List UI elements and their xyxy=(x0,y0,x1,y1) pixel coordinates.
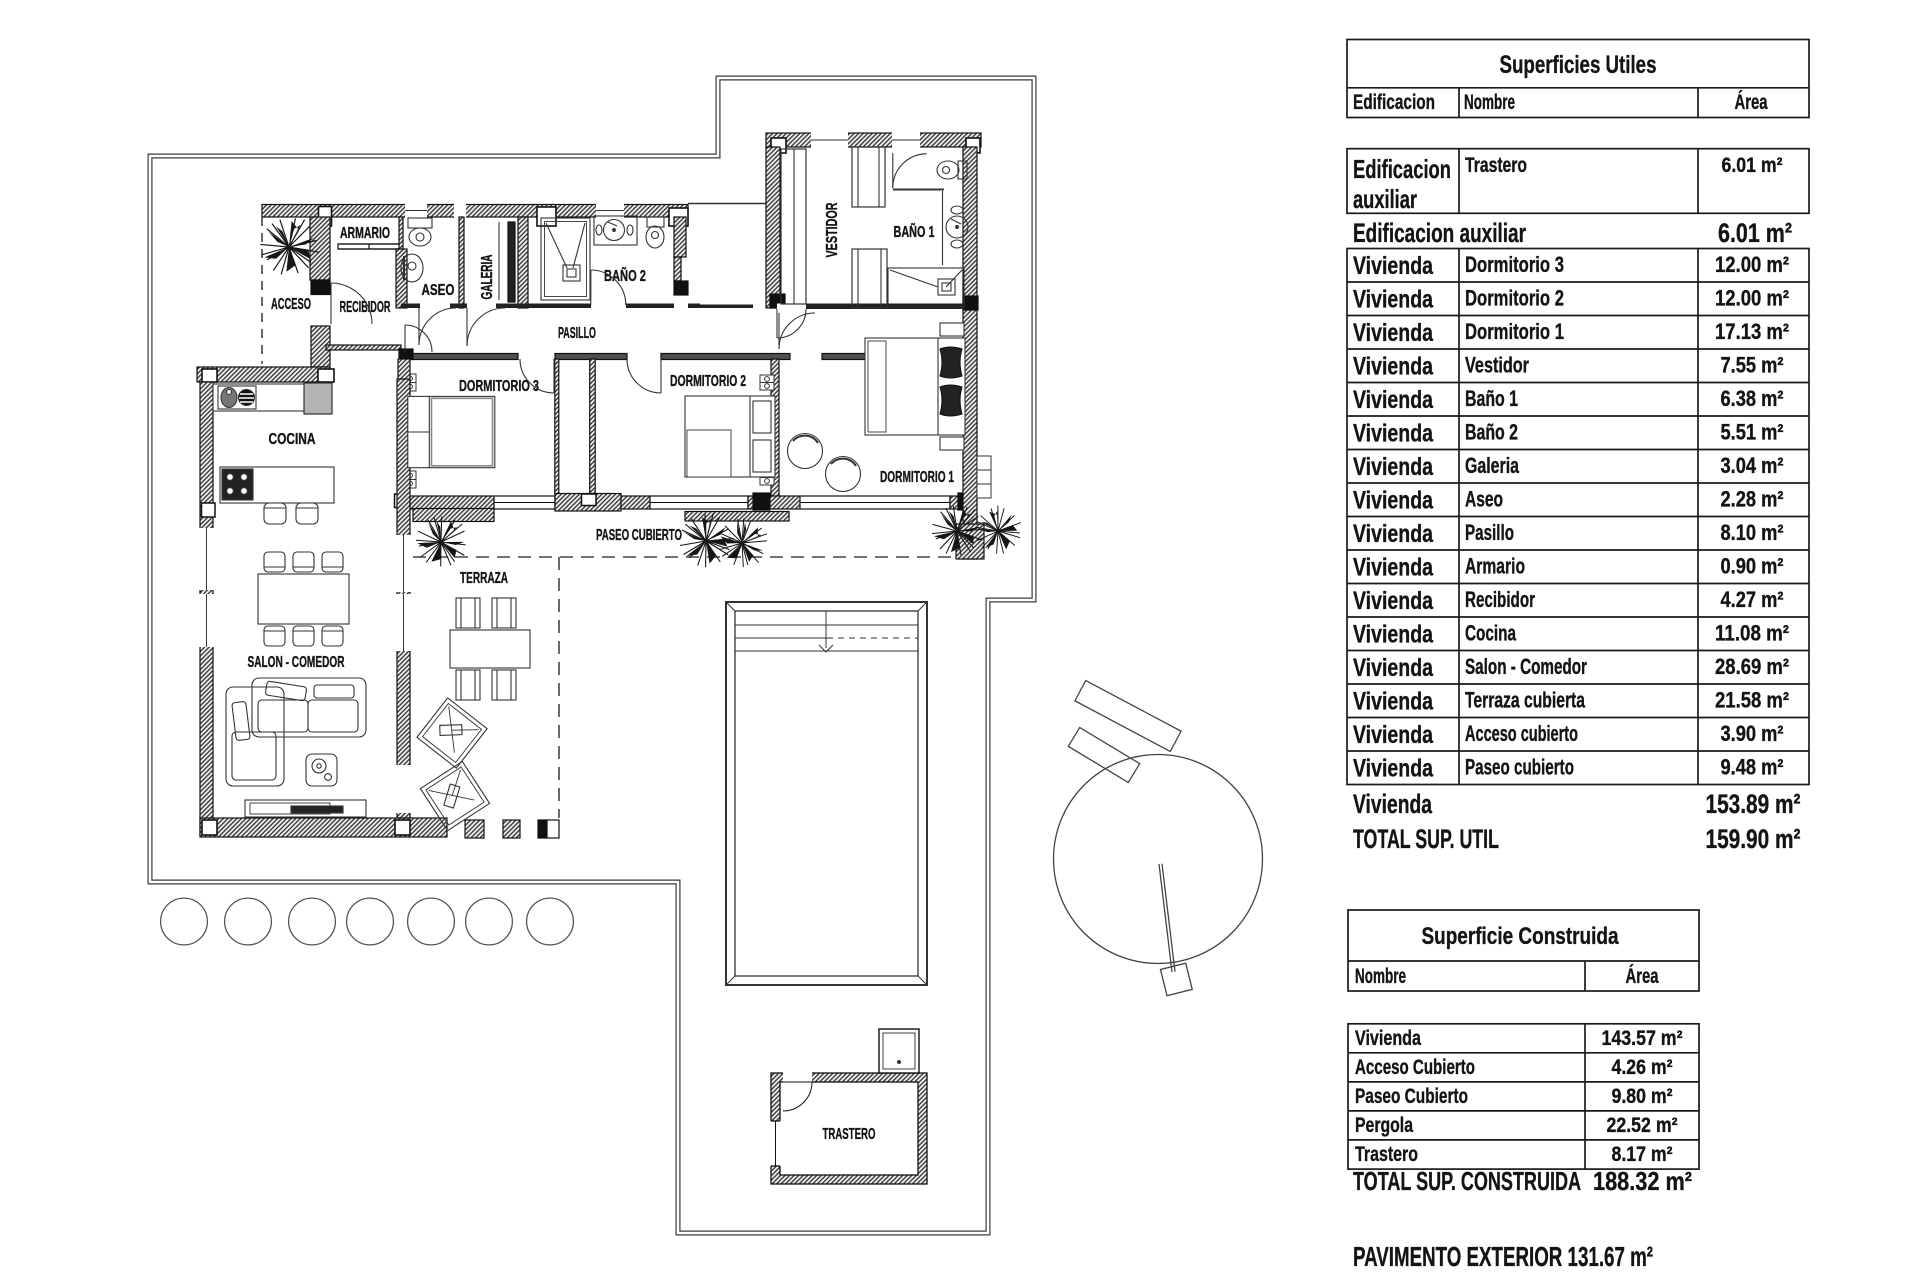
svg-text:Edificacion: Edificacion xyxy=(1353,154,1451,184)
svg-text:Vivienda: Vivienda xyxy=(1353,386,1434,414)
svg-text:ASEO: ASEO xyxy=(422,282,455,299)
svg-text:BAÑO 2: BAÑO 2 xyxy=(604,267,646,285)
svg-text:5.51 m²: 5.51 m² xyxy=(1721,420,1784,445)
svg-text:Vestidor: Vestidor xyxy=(1465,353,1529,378)
svg-text:159.90 m²: 159.90 m² xyxy=(1706,824,1801,854)
svg-text:Baño 1: Baño 1 xyxy=(1465,386,1518,411)
svg-text:VESTIDOR: VESTIDOR xyxy=(824,203,841,258)
svg-text:Cocina: Cocina xyxy=(1465,621,1517,646)
svg-text:Vivienda: Vivienda xyxy=(1353,755,1434,783)
svg-text:Paseo Cubierto: Paseo Cubierto xyxy=(1355,1085,1468,1108)
svg-text:Pergola: Pergola xyxy=(1355,1114,1413,1137)
svg-text:Edificacion auxiliar: Edificacion auxiliar xyxy=(1353,218,1526,248)
svg-text:COCINA: COCINA xyxy=(269,431,316,448)
svg-text:4.26 m²: 4.26 m² xyxy=(1612,1056,1673,1079)
svg-text:Terraza cubierta: Terraza cubierta xyxy=(1465,688,1586,713)
svg-text:PASILLO: PASILLO xyxy=(558,325,596,342)
svg-text:DORMITORIO 2: DORMITORIO 2 xyxy=(670,373,746,390)
svg-text:0.90 m²: 0.90 m² xyxy=(1721,554,1784,579)
svg-text:Dormitorio 3: Dormitorio 3 xyxy=(1465,252,1564,277)
svg-text:4.27 m²: 4.27 m² xyxy=(1721,587,1784,612)
svg-text:TRASTERO: TRASTERO xyxy=(823,1126,876,1143)
svg-text:Nombre: Nombre xyxy=(1355,965,1406,988)
svg-text:6.38 m²: 6.38 m² xyxy=(1721,386,1784,411)
svg-text:Recibidor: Recibidor xyxy=(1465,587,1535,612)
svg-text:Superficie Construida: Superficie Construida xyxy=(1422,923,1620,950)
svg-text:3.90 m²: 3.90 m² xyxy=(1721,721,1784,746)
svg-text:153.89 m²: 153.89 m² xyxy=(1706,789,1801,819)
svg-text:Paseo cubierto: Paseo cubierto xyxy=(1465,755,1574,780)
svg-text:9.48 m²: 9.48 m² xyxy=(1721,755,1784,780)
svg-text:Vivienda: Vivienda xyxy=(1353,621,1434,649)
svg-text:TOTAL SUP. CONSTRUIDA: TOTAL SUP. CONSTRUIDA xyxy=(1353,1166,1581,1196)
svg-text:Vivienda: Vivienda xyxy=(1353,286,1434,314)
svg-text:ACCESO: ACCESO xyxy=(271,296,311,313)
svg-text:Vivienda: Vivienda xyxy=(1353,654,1434,682)
svg-text:Acceso cubierto: Acceso cubierto xyxy=(1465,721,1578,746)
svg-text:6.01 m²: 6.01 m² xyxy=(1722,154,1783,177)
svg-text:21.58 m²: 21.58 m² xyxy=(1715,688,1789,713)
svg-text:Vivienda: Vivienda xyxy=(1353,420,1434,448)
svg-text:188.32 m²: 188.32 m² xyxy=(1593,1166,1692,1196)
svg-text:PAVIMENTO EXTERIOR 131.67 m²: PAVIMENTO EXTERIOR 131.67 m² xyxy=(1353,1241,1653,1272)
svg-text:8.10 m²: 8.10 m² xyxy=(1721,520,1784,545)
svg-text:GALERIA: GALERIA xyxy=(479,255,496,300)
svg-text:Vivienda: Vivienda xyxy=(1353,587,1434,615)
svg-text:Vivienda: Vivienda xyxy=(1353,353,1434,381)
svg-text:2.28 m²: 2.28 m² xyxy=(1721,487,1784,512)
svg-text:12.00 m²: 12.00 m² xyxy=(1715,252,1789,277)
svg-text:17.13 m²: 17.13 m² xyxy=(1715,319,1789,344)
svg-text:Vivienda: Vivienda xyxy=(1353,721,1434,749)
svg-text:6.01 m²: 6.01 m² xyxy=(1718,218,1792,248)
svg-text:28.69 m²: 28.69 m² xyxy=(1715,654,1789,679)
svg-text:Vivienda: Vivienda xyxy=(1353,453,1434,481)
svg-text:Trastero: Trastero xyxy=(1465,154,1527,177)
svg-text:Dormitorio 1: Dormitorio 1 xyxy=(1465,319,1564,344)
svg-text:143.57 m²: 143.57 m² xyxy=(1602,1027,1683,1050)
svg-text:7.55 m²: 7.55 m² xyxy=(1721,353,1784,378)
svg-text:Vivienda: Vivienda xyxy=(1353,487,1434,515)
svg-text:3.04 m²: 3.04 m² xyxy=(1721,453,1784,478)
svg-text:Vivienda: Vivienda xyxy=(1353,252,1434,280)
svg-text:Galeria: Galeria xyxy=(1465,453,1520,478)
svg-text:Nombre: Nombre xyxy=(1464,91,1515,114)
svg-text:12.00 m²: 12.00 m² xyxy=(1715,286,1789,311)
svg-text:Vivienda: Vivienda xyxy=(1353,688,1434,716)
svg-text:22.52 m²: 22.52 m² xyxy=(1607,1114,1678,1137)
svg-text:SALON - COMEDOR: SALON - COMEDOR xyxy=(248,654,345,671)
svg-text:Área: Área xyxy=(1626,965,1659,988)
svg-text:Pasillo: Pasillo xyxy=(1465,520,1514,545)
svg-text:Baño 2: Baño 2 xyxy=(1465,420,1518,445)
svg-text:auxiliar: auxiliar xyxy=(1353,184,1417,214)
svg-text:Superficies Utiles: Superficies Utiles xyxy=(1500,51,1657,79)
svg-text:Aseo: Aseo xyxy=(1465,487,1503,512)
svg-text:BAÑO 1: BAÑO 1 xyxy=(894,223,935,241)
svg-text:Área: Área xyxy=(1735,91,1768,114)
svg-text:Vivienda: Vivienda xyxy=(1353,319,1434,347)
svg-text:TOTAL SUP. UTIL: TOTAL SUP. UTIL xyxy=(1353,824,1499,854)
svg-text:Vivienda: Vivienda xyxy=(1353,520,1434,548)
svg-text:Vivienda: Vivienda xyxy=(1353,554,1434,582)
svg-text:DORMITORIO 3: DORMITORIO 3 xyxy=(459,378,539,395)
svg-text:Armario: Armario xyxy=(1465,554,1525,579)
svg-text:DORMITORIO 1: DORMITORIO 1 xyxy=(880,469,954,486)
svg-text:Dormitorio 2: Dormitorio 2 xyxy=(1465,286,1564,311)
svg-text:Vivienda: Vivienda xyxy=(1353,789,1433,819)
svg-text:TERRAZA: TERRAZA xyxy=(460,570,508,587)
svg-text:Vivienda: Vivienda xyxy=(1355,1027,1421,1050)
svg-text:Trastero: Trastero xyxy=(1355,1143,1418,1166)
svg-text:RECIBIDOR: RECIBIDOR xyxy=(340,299,391,316)
svg-text:Acceso Cubierto: Acceso Cubierto xyxy=(1355,1056,1475,1079)
svg-text:ARMARIO: ARMARIO xyxy=(340,225,390,242)
svg-text:9.80 m²: 9.80 m² xyxy=(1612,1085,1673,1108)
svg-text:PASEO CUBIERTO: PASEO CUBIERTO xyxy=(596,527,682,544)
svg-text:11.08 m²: 11.08 m² xyxy=(1715,621,1789,646)
svg-text:8.17 m²: 8.17 m² xyxy=(1612,1143,1673,1166)
svg-text:Salon - Comedor: Salon - Comedor xyxy=(1465,654,1587,679)
svg-text:Edificacion: Edificacion xyxy=(1353,91,1435,114)
